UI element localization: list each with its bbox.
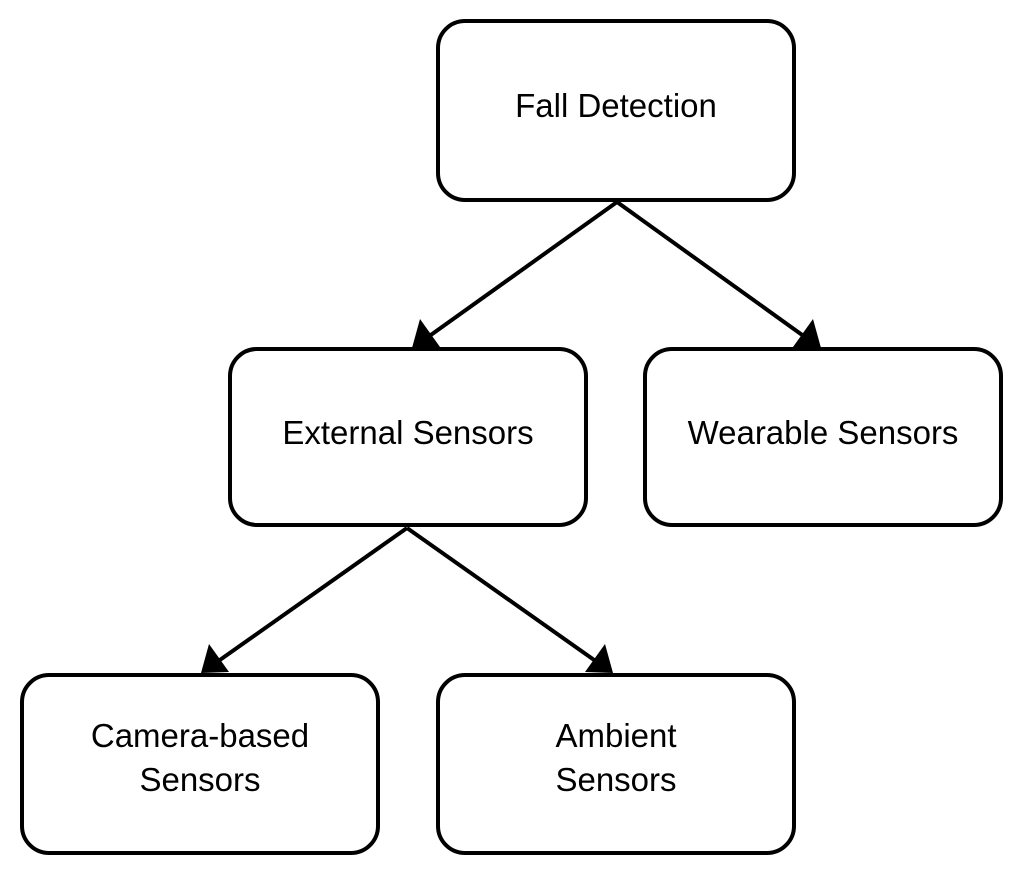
edge-external-sensors-to-camera-based-sensors: [201, 526, 409, 673]
arrowhead: [201, 644, 229, 673]
node-label-line1: Ambient: [555, 717, 676, 754]
node-label: External Sensors: [282, 414, 533, 451]
node-label: Wearable Sensors: [688, 414, 959, 451]
node-label-line2: Sensors: [555, 761, 676, 798]
node-fall-detection: Fall Detection: [436, 19, 796, 202]
arrowhead: [412, 319, 440, 348]
node-camera-based-sensors: Camera-based Sensors: [20, 673, 380, 855]
node-wearable-sensors: Wearable Sensors: [643, 347, 1003, 527]
node-label-line1: Camera-based: [91, 717, 309, 754]
arrowhead: [793, 319, 821, 348]
edge-external-sensors-to-ambient-sensors: [405, 526, 613, 673]
arrowhead: [585, 644, 613, 673]
node-external-sensors: External Sensors: [228, 347, 588, 527]
node-ambient-sensors: Ambient Sensors: [436, 673, 796, 855]
edge-fall-detection-to-external-sensors: [412, 200, 619, 348]
node-label-line2: Sensors: [139, 761, 260, 798]
node-label: Fall Detection: [515, 87, 717, 124]
edge-fall-detection-to-wearable-sensors: [615, 200, 821, 348]
